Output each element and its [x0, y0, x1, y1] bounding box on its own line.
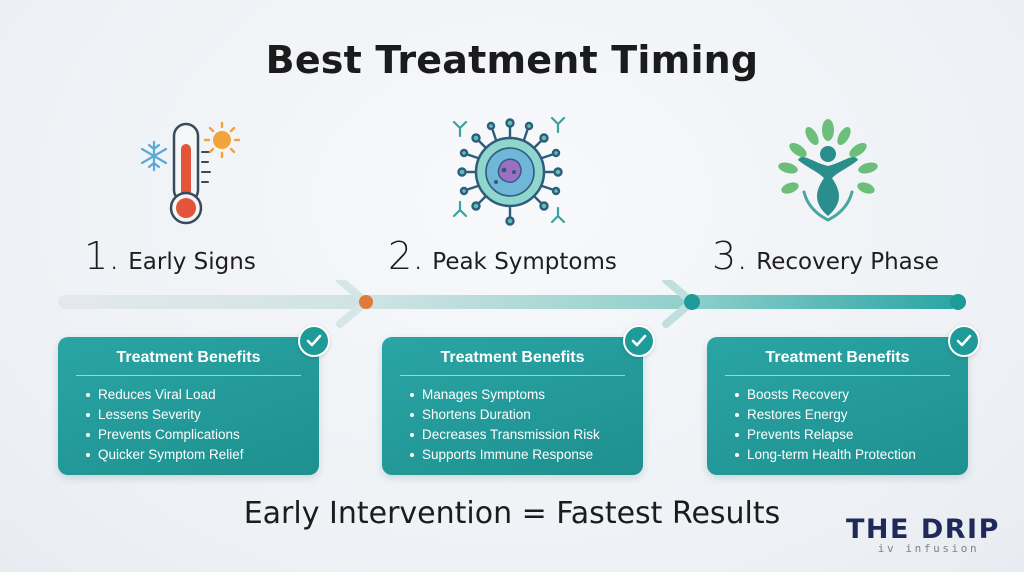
benefits-list: Reduces Viral Load Lessens Severity Prev… — [76, 385, 301, 465]
benefits-list: Manages Symptoms Shortens Duration Decre… — [400, 385, 625, 465]
tagline: Early Intervention = Fastest Results — [243, 496, 781, 531]
check-icon — [298, 325, 330, 357]
list-item: Boosts Recovery — [735, 385, 950, 405]
list-item: Prevents Complications — [86, 425, 301, 445]
list-item: Decreases Transmission Risk — [410, 425, 625, 445]
brand-subtitle: iv infusion — [877, 542, 980, 555]
timeline-dot — [950, 294, 966, 310]
list-item: Restores Energy — [735, 405, 950, 425]
stage-2-label: 2. Peak Symptoms — [388, 234, 617, 282]
benefits-card-1: Treatment Benefits Reduces Viral Load Le… — [58, 337, 319, 475]
stage-name: Peak Symptoms — [432, 249, 617, 275]
timeline-dot — [359, 295, 373, 309]
list-item: Quicker Symptom Relief — [86, 445, 301, 465]
check-icon — [948, 325, 980, 357]
list-item: Prevents Relapse — [735, 425, 950, 445]
brand-logo: THE DRIP iv infusion — [846, 514, 1016, 555]
list-item: Reduces Viral Load — [86, 385, 301, 405]
stage-1-label: 1. Early Signs — [84, 234, 256, 282]
stage-name: Early Signs — [128, 249, 256, 275]
check-icon — [623, 325, 655, 357]
timeline-dot — [684, 294, 700, 310]
benefits-card-3: Treatment Benefits Boosts Recovery Resto… — [707, 337, 968, 475]
stage-number: 2. — [388, 234, 425, 278]
brand-name: THE DRIP — [846, 514, 1000, 545]
list-item: Long-term Health Protection — [735, 445, 950, 465]
list-item: Supports Immune Response — [410, 445, 625, 465]
card-title: Treatment Benefits — [400, 349, 625, 376]
stage-3-label: 3. Recovery Phase — [712, 234, 939, 282]
stage-number: 1. — [84, 234, 121, 278]
stage-name: Recovery Phase — [756, 249, 939, 275]
list-item: Lessens Severity — [86, 405, 301, 425]
page-title: Best Treatment Timing — [265, 38, 759, 82]
stage-number: 3. — [712, 234, 749, 278]
benefits-card-2: Treatment Benefits Manages Symptoms Shor… — [382, 337, 643, 475]
thermometer-snowflake-sun-icon — [140, 121, 241, 225]
list-item: Shortens Duration — [410, 405, 625, 425]
card-title: Treatment Benefits — [76, 349, 301, 376]
list-item: Manages Symptoms — [410, 385, 625, 405]
card-title: Treatment Benefits — [725, 349, 950, 376]
wellness-figure-leaves-icon — [778, 119, 878, 222]
virus-antibody-icon — [452, 116, 566, 226]
timeline-bar — [58, 280, 966, 328]
benefits-list: Boosts Recovery Restores Energy Prevents… — [725, 385, 950, 465]
